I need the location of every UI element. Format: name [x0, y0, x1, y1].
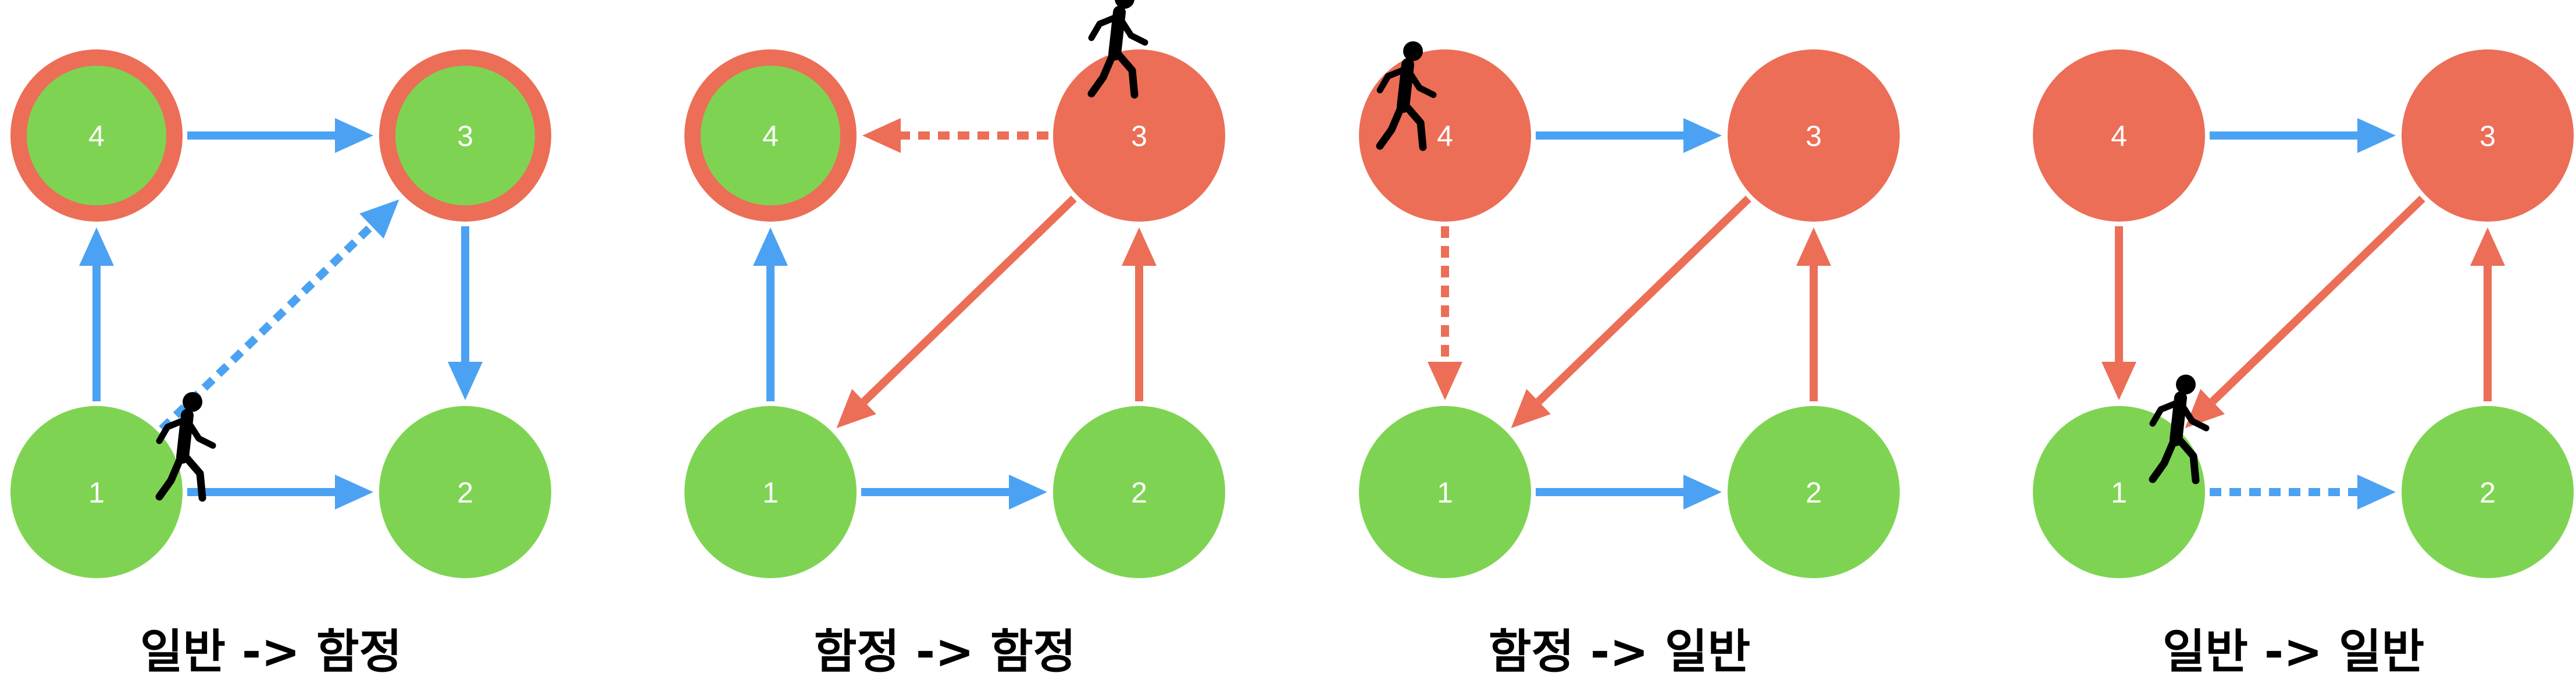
edge-3-to-2	[448, 226, 483, 400]
edge-1-to-2-dashed	[2210, 475, 2396, 510]
nodes: 1 2 3 4	[10, 49, 551, 578]
panel-1-caption: 일반 -> 함정	[140, 625, 402, 679]
edge-3-to-1	[836, 195, 1077, 429]
panel-3-caption: 함정 -> 일반	[1489, 625, 1750, 679]
walking-person-icon	[155, 392, 216, 502]
panel-4: 1 2 3 4	[2033, 49, 2574, 578]
edges	[1428, 118, 1831, 510]
edge-4-to-3	[2210, 118, 2396, 153]
nodes: 1 2 3 4	[1359, 49, 1900, 578]
edge-1-to-4	[753, 227, 788, 401]
node-3: 3	[1053, 49, 1225, 222]
walking-person-icon	[1087, 0, 1148, 99]
node-label: 2	[1806, 476, 1822, 509]
node-4: 4	[2033, 49, 2205, 222]
node-label: 4	[762, 120, 779, 152]
node-1: 1	[2033, 406, 2205, 578]
edge-4-to-3	[187, 118, 373, 153]
node-label: 4	[2111, 120, 2127, 152]
panel-3: 1 2 3 4	[1359, 41, 1900, 578]
edge-2-to-3	[1122, 227, 1157, 401]
edge-2-to-3	[2470, 227, 2505, 401]
edge-3-to-4-dashed	[862, 118, 1048, 153]
edges	[79, 118, 483, 510]
panel-2: 1 2 3 4	[684, 0, 1225, 578]
node-3: 3	[379, 49, 551, 222]
node-4: 4	[10, 49, 183, 222]
edge-3-to-1	[1511, 195, 1751, 429]
edge-4-to-3	[1536, 118, 1722, 153]
edge-1-to-2	[187, 475, 373, 510]
node-label: 4	[88, 120, 105, 152]
node-label: 4	[1437, 120, 1453, 152]
node-3: 3	[2402, 49, 2574, 222]
node-label: 1	[1437, 476, 1453, 509]
node-label: 3	[1131, 120, 1147, 152]
node-label: 2	[2479, 476, 2496, 509]
edge-1-to-2	[861, 475, 1047, 510]
edge-1-to-2	[1536, 475, 1722, 510]
node-label: 1	[762, 476, 779, 509]
edge-4-to-1-dashed	[1428, 226, 1462, 400]
edge-4-to-1	[2102, 226, 2136, 400]
edge-3-to-1	[2185, 195, 2425, 429]
walking-person-icon	[1376, 41, 1437, 151]
node-2: 2	[1053, 406, 1225, 578]
node-label: 1	[2111, 476, 2127, 509]
node-label: 1	[88, 476, 105, 509]
node-1: 1	[1359, 406, 1531, 578]
node-3: 3	[1728, 49, 1900, 222]
node-2: 2	[379, 406, 551, 578]
node-2: 2	[2402, 406, 2574, 578]
node-label: 2	[457, 476, 473, 509]
nodes: 1 2 3 4	[2033, 49, 2574, 578]
panel-2-caption: 함정 -> 함정	[814, 625, 1076, 679]
edges	[2102, 118, 2505, 510]
edge-2-to-3	[1796, 227, 1831, 401]
panel-4-caption: 일반 -> 일반	[2163, 625, 2424, 679]
node-label: 3	[2479, 120, 2496, 152]
node-label: 3	[457, 120, 473, 152]
node-2: 2	[1728, 406, 1900, 578]
panel-1: 1 2 3 4	[10, 49, 551, 578]
node-label: 3	[1806, 120, 1822, 152]
node-4: 4	[684, 49, 857, 222]
edges	[753, 118, 1157, 510]
node-label: 2	[1131, 476, 1147, 509]
node-1: 1	[684, 406, 857, 578]
walking-person-icon	[2149, 375, 2210, 485]
node-1: 1	[10, 406, 183, 578]
edge-1-to-4	[79, 227, 114, 401]
